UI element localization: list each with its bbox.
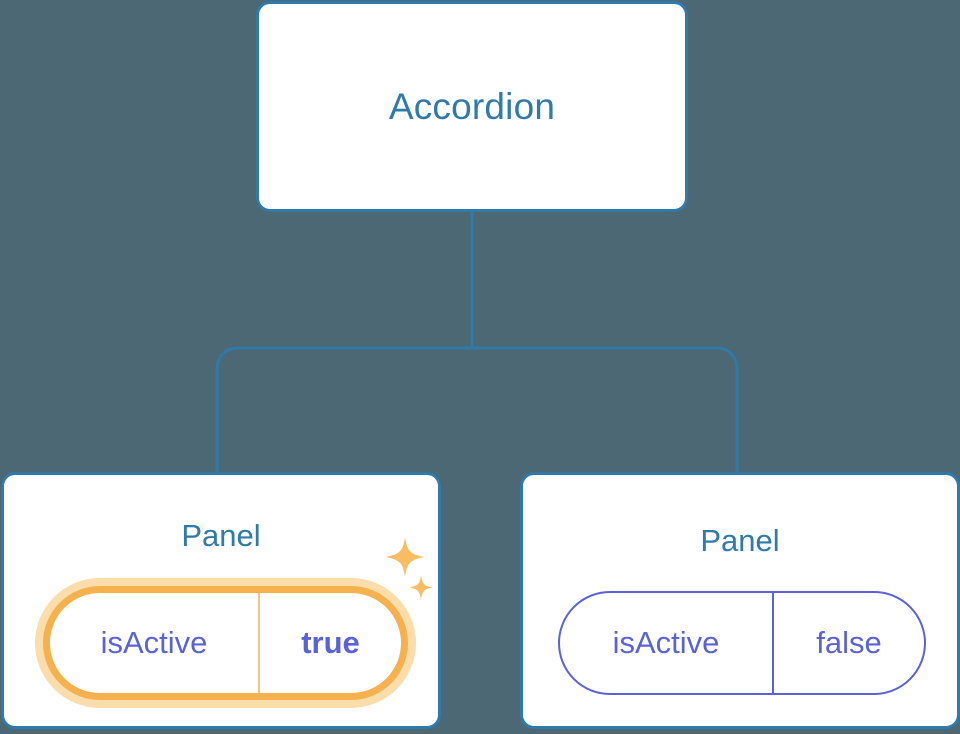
prop-pill-isactive-true[interactable]: isActive true	[35, 578, 416, 708]
node-accordion[interactable]: Accordion	[256, 1, 688, 212]
prop-value-label: false	[816, 625, 882, 660]
prop-key-label: isActive	[560, 593, 774, 693]
prop-key-label: isActive	[50, 593, 260, 693]
node-accordion-title: Accordion	[388, 86, 556, 127]
prop-pill-body[interactable]: isActive true	[43, 586, 408, 700]
node-panel-inactive[interactable]: Panel isActive false	[520, 472, 960, 729]
node-panel-active[interactable]: Panel isActive true	[1, 472, 441, 729]
connector-branch-right	[472, 346, 739, 473]
prop-pill-isactive-false[interactable]: isActive false	[558, 591, 926, 695]
connector-branch-left	[215, 346, 472, 473]
node-panel-inactive-title: Panel	[700, 523, 780, 558]
node-panel-active-title: Panel	[181, 518, 261, 553]
prop-value-label: true	[301, 625, 360, 660]
